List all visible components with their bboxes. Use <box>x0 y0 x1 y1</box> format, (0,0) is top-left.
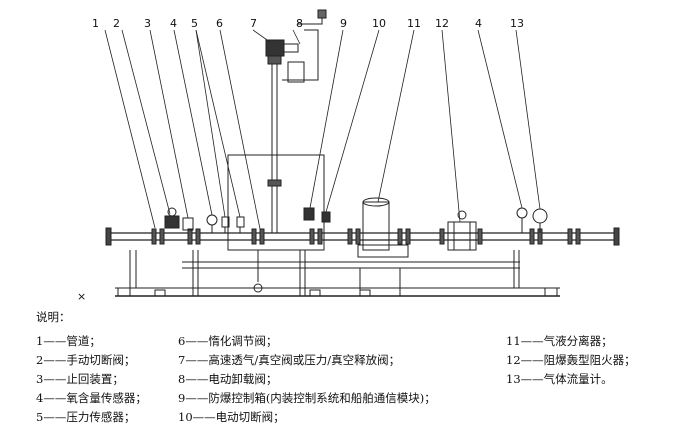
legend-item-6: 6——惰化调节阀； <box>178 334 278 348</box>
piping-schematic: 1 2 3 4 5 6 7 8 9 10 11 12 4 13 × <box>77 9 620 303</box>
leader-lines <box>104 29 541 230</box>
electric-shutoff-valve <box>321 211 331 223</box>
manual-shutoff-valve <box>164 207 180 229</box>
callout-5: 5 <box>191 17 198 30</box>
pressure-sensor <box>221 216 245 233</box>
legend-item-2: 2——手动切断阀； <box>36 353 136 367</box>
legend: 说明： 1——管道； 2——手动切断阀； 3——止回装置； 4——氧含量传感器；… <box>0 308 690 434</box>
flame-arrester <box>447 210 477 251</box>
legend-item-8: 8——电动卸载阀； <box>178 372 278 386</box>
callout-4b: 4 <box>475 17 482 30</box>
skid-frame <box>115 250 560 297</box>
callout-4: 4 <box>170 17 177 30</box>
legend-item-3: 3——止回装置； <box>36 372 124 386</box>
electric-unloading-valve <box>303 207 315 221</box>
callout-2: 2 <box>113 17 120 30</box>
callout-13: 13 <box>510 17 524 30</box>
callout-8: 8 <box>296 17 303 30</box>
legend-item-12: 12——阻爆轰型阻火器； <box>506 353 636 367</box>
gas-flow-meter <box>532 208 548 233</box>
ground-mark: × <box>77 290 86 303</box>
callout-9: 9 <box>340 17 347 30</box>
vent-stack <box>253 9 327 293</box>
legend-item-7: 7——高速透气/真空阀或压力/真空释放阀； <box>178 353 401 367</box>
callout-6: 6 <box>216 17 223 30</box>
check-device <box>182 217 194 231</box>
callout-12: 12 <box>435 17 449 30</box>
callout-11: 11 <box>407 17 421 30</box>
gas-liquid-separator <box>357 197 409 258</box>
legend-title: 说明： <box>36 310 71 324</box>
legend-item-4: 4——氧含量传感器； <box>36 391 147 405</box>
legend-item-5: 5——压力传感器； <box>36 410 136 424</box>
callout-1: 1 <box>92 17 99 30</box>
legend-item-1: 1——管道； <box>36 334 101 348</box>
explosion-proof-control-box <box>227 154 325 251</box>
legend-item-11: 11——气液分离器； <box>506 334 613 348</box>
callout-3: 3 <box>144 17 151 30</box>
callout-7: 7 <box>250 17 257 30</box>
callout-10: 10 <box>372 17 386 30</box>
callout-numbers: 1 2 3 4 5 6 7 8 9 10 11 12 4 13 × <box>77 17 524 303</box>
pipe-flanges <box>151 228 581 245</box>
legend-item-13: 13——气体流量计。 <box>506 372 613 386</box>
legend-item-9: 9——防爆控制箱(内装控制系统和船舶通信模块)； <box>178 391 436 405</box>
legend-item-10: 10——电动切断阀； <box>178 410 285 424</box>
